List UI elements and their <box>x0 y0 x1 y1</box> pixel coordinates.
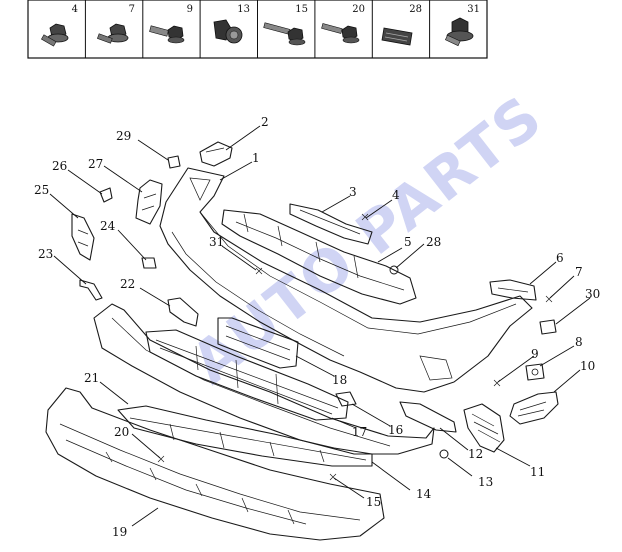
callout-1: 1 <box>252 151 260 165</box>
callout-20: 20 <box>114 425 129 439</box>
screw-icon <box>149 25 185 44</box>
callout-numbers: 1 2 3 4 5 6 7 8 9 10 11 12 13 14 15 16 1… <box>34 115 600 539</box>
flange-bolt-icon <box>41 23 69 47</box>
hardware-number: 4 <box>72 4 78 15</box>
hardware-number: 28 <box>409 4 422 15</box>
callout-8: 8 <box>575 335 583 349</box>
callout-9: 9 <box>531 347 539 361</box>
bumper-cover <box>159 167 533 393</box>
hardware-number: 13 <box>237 4 250 15</box>
hardware-header-row: 4 7 9 13 15 20 28 31 <box>27 0 488 59</box>
callout-22: 22 <box>120 277 135 291</box>
callout-12: 12 <box>468 447 483 461</box>
callout-21: 21 <box>84 371 99 385</box>
callout-27: 27 <box>88 157 103 171</box>
callout-17: 17 <box>352 425 367 439</box>
parts-artwork <box>45 141 559 541</box>
callout-24: 24 <box>100 219 116 233</box>
callout-5: 5 <box>404 235 412 249</box>
callout-23: 23 <box>38 247 53 261</box>
callout-25: 25 <box>34 183 49 197</box>
callout-15: 15 <box>366 495 381 509</box>
flange-bolt-icon <box>97 23 129 44</box>
hex-screw-icon <box>321 23 360 44</box>
callout-3: 3 <box>349 185 357 199</box>
hardware-number: 31 <box>467 4 480 15</box>
callout-11: 11 <box>530 465 545 479</box>
hardware-number: 9 <box>187 4 193 15</box>
long-screw-icon <box>263 22 306 46</box>
hardware-number: 15 <box>295 4 308 15</box>
callout-31: 31 <box>209 235 224 249</box>
label-plate-icon <box>381 27 413 46</box>
washer-bolt-icon <box>444 17 474 47</box>
callout-18: 18 <box>332 373 347 387</box>
callout-2: 2 <box>261 115 269 129</box>
watermark: AUTO PARTS <box>179 82 556 397</box>
callout-28: 28 <box>426 235 441 249</box>
callout-19: 19 <box>112 525 127 539</box>
hardware-number: 20 <box>352 4 365 15</box>
leader-lines <box>49 125 591 527</box>
callout-7: 7 <box>575 265 583 279</box>
callout-10: 10 <box>580 359 595 373</box>
callout-14: 14 <box>416 487 432 501</box>
callout-29: 29 <box>116 129 131 143</box>
plug-clip-icon <box>213 19 243 44</box>
callout-16: 16 <box>388 423 403 437</box>
callout-4: 4 <box>392 188 400 202</box>
callout-30: 30 <box>585 287 600 301</box>
callout-6: 6 <box>556 251 564 265</box>
callout-13: 13 <box>478 475 493 489</box>
hardware-number: 7 <box>129 4 135 15</box>
callout-26: 26 <box>52 159 67 173</box>
